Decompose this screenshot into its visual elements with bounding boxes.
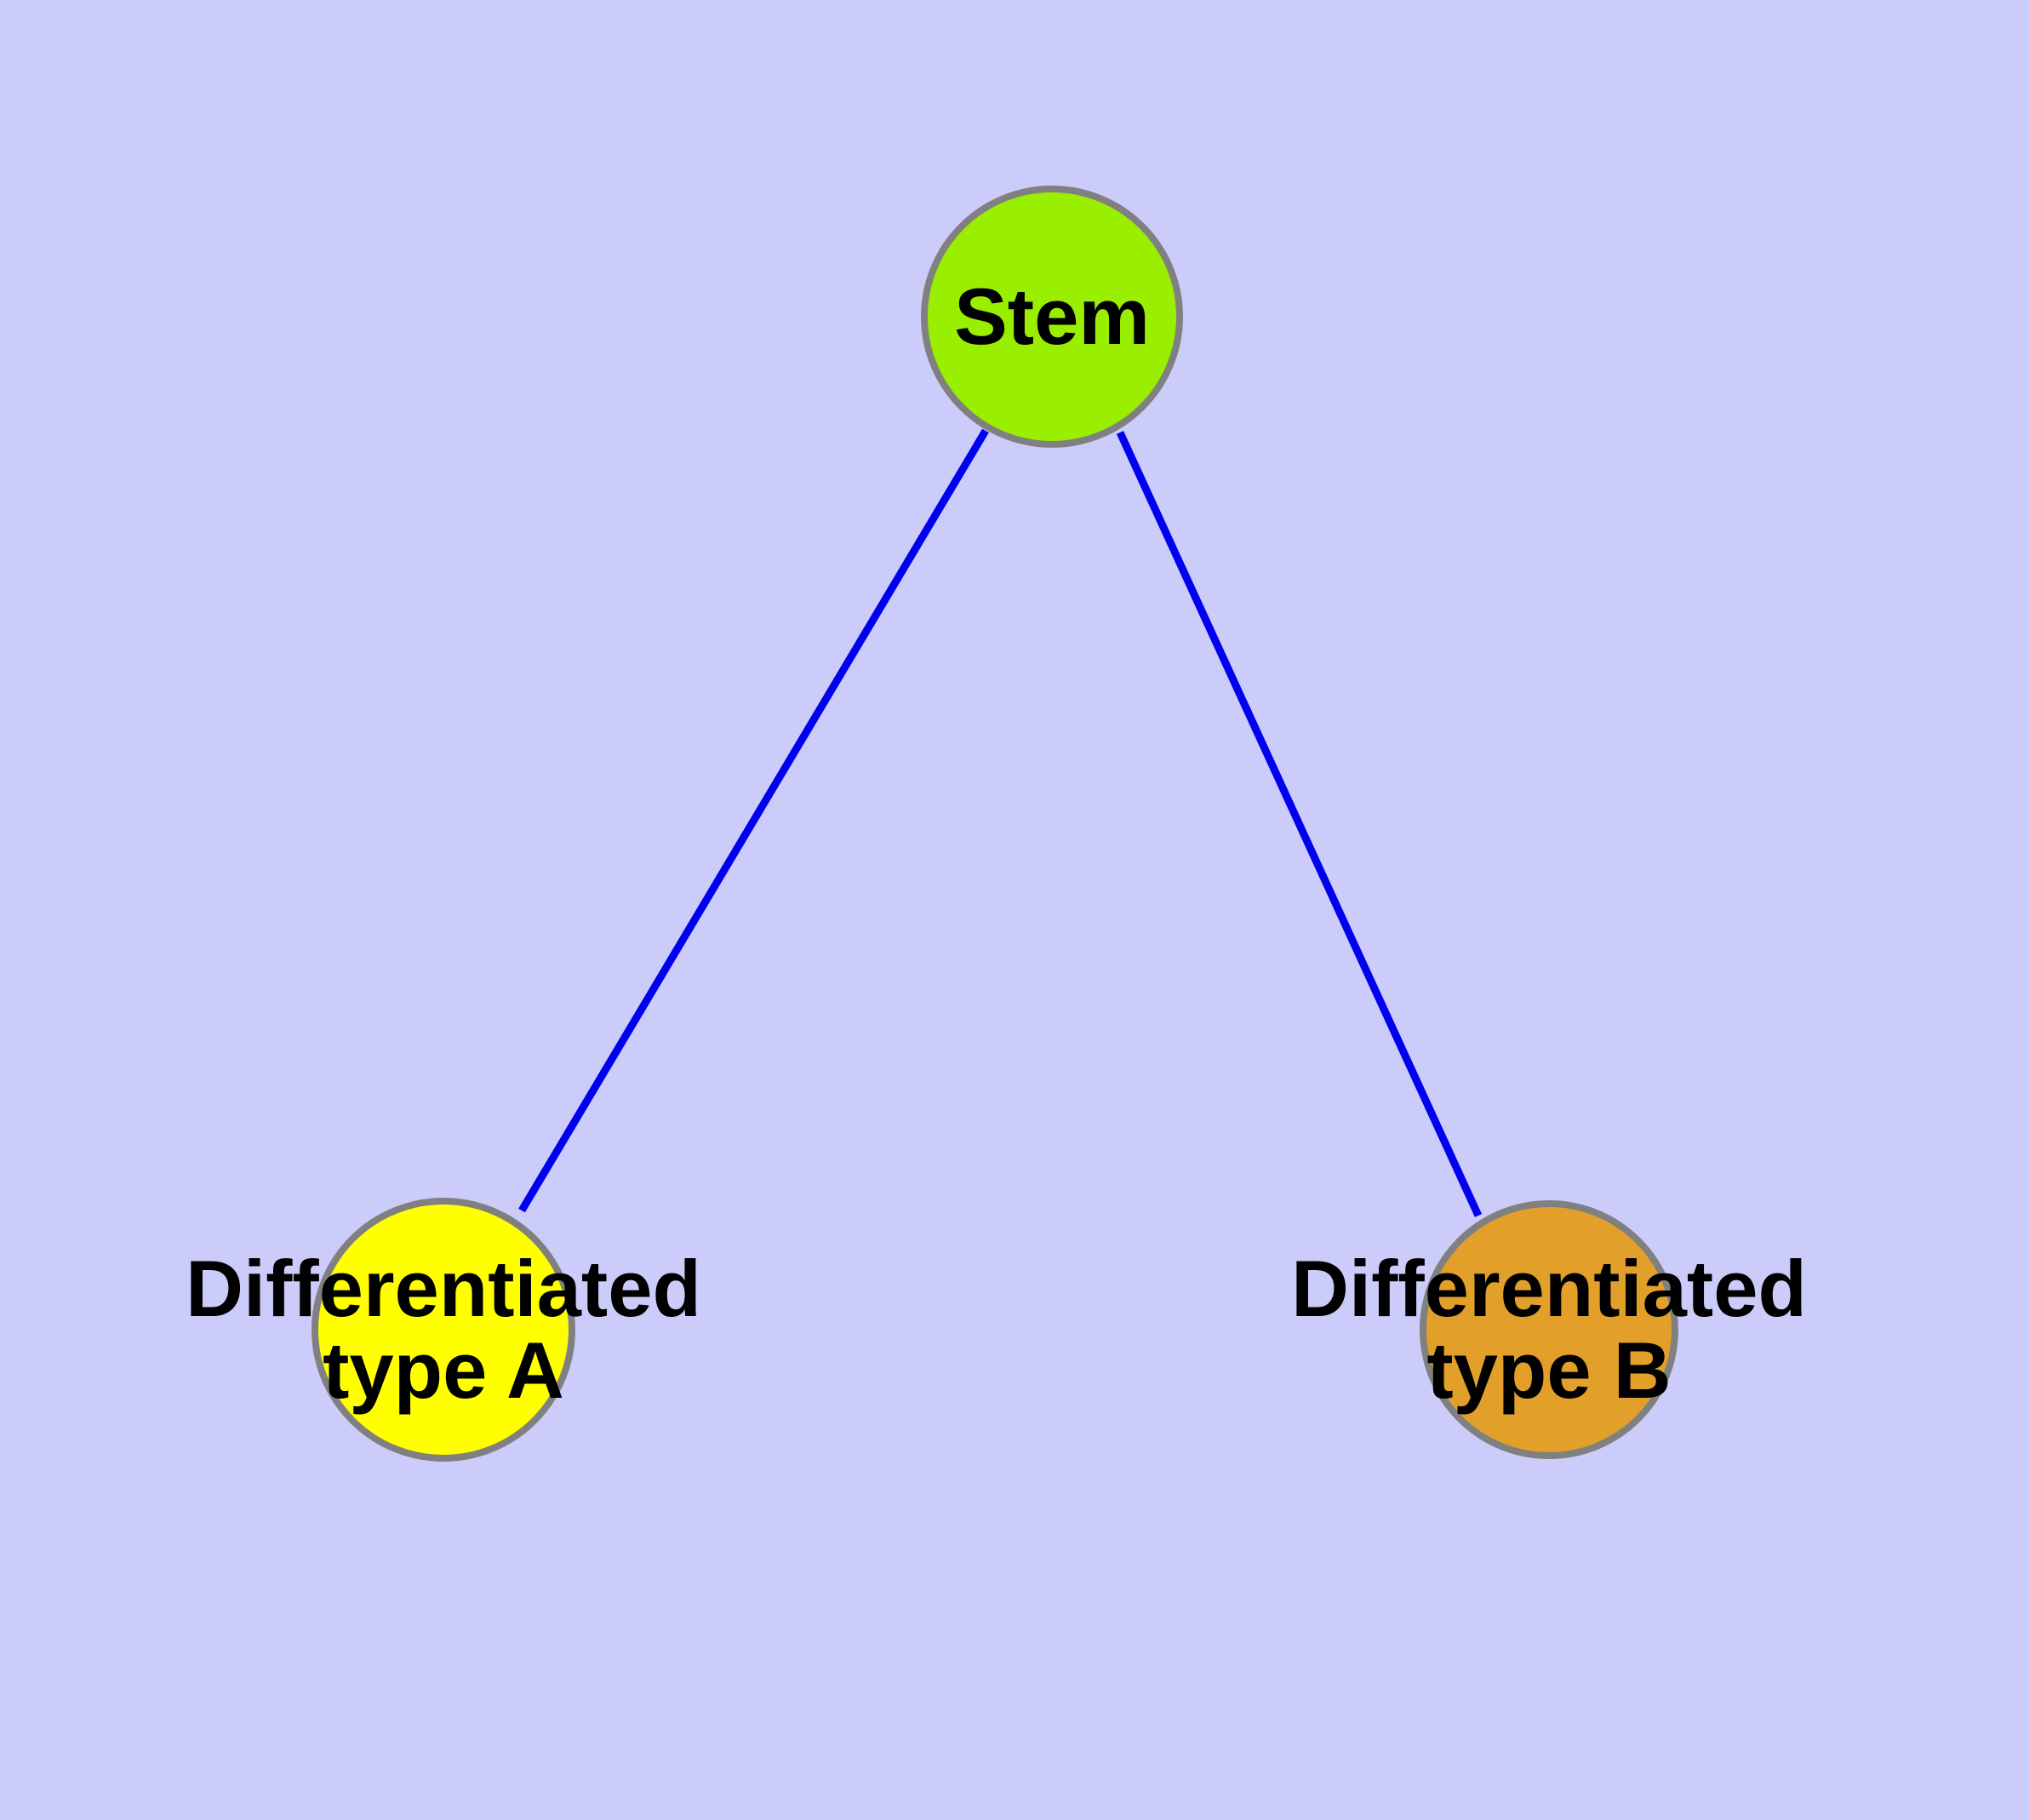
edge-stem-to-differentiated-b [1116, 431, 1483, 1217]
node-differentiated-type-b[interactable] [1420, 1200, 1678, 1459]
edge-stem-to-differentiated-a [518, 428, 989, 1213]
node-stem[interactable] [921, 186, 1183, 448]
node-differentiated-type-a[interactable] [311, 1198, 575, 1462]
